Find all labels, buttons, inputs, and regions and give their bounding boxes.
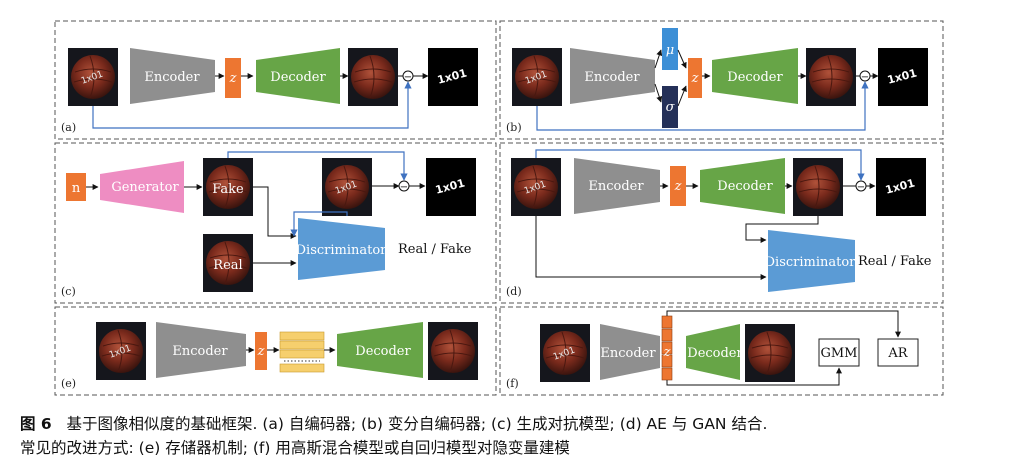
gmm-label: GMM — [820, 346, 857, 361]
decoder-block — [700, 158, 785, 214]
framework-diagram: (a) (b) (c) (d) (e) (f) 1x01 Encoder z D… — [54, 20, 944, 396]
subtract-symbol: − — [404, 72, 412, 83]
noise-block — [66, 173, 86, 201]
z-to-gmm-arrow — [666, 367, 842, 386]
latent-z-block — [688, 58, 702, 98]
gmm-box — [818, 338, 860, 367]
encoder-label: Encoder — [584, 70, 640, 85]
caption-line-1: 图 6 基于图像相似度的基础框架. (a) 自编码器; (b) 变分自编码器; … — [20, 412, 1020, 436]
latent-z-label: z — [229, 71, 237, 86]
encoder-label: Encoder — [144, 70, 200, 85]
reconstructed-image — [792, 157, 844, 217]
generator-label: Generator — [111, 180, 179, 195]
decoder-label: Decoder — [717, 179, 773, 194]
reconstructed-image — [744, 323, 796, 383]
caption-text-2: 常见的改进方式: (e) 存储器机制; (f) 用高斯混合模型或自回归模型对隐变… — [20, 439, 570, 457]
discriminator-label: Discriminator — [296, 243, 388, 258]
z-to-ar-arrow — [666, 310, 901, 338]
decoder-block — [712, 48, 798, 104]
diagram-c: n Generator Fake Real Discriminator Real… — [66, 151, 476, 293]
encoder-block — [574, 158, 660, 214]
real-fake-output: Real / Fake — [858, 254, 932, 269]
reconstructed-image — [347, 47, 399, 107]
fake-skip-connection — [227, 151, 408, 181]
latent-z-label: z — [257, 344, 265, 359]
encoder-block — [600, 324, 660, 380]
encoder-block — [156, 322, 246, 378]
latent-z-label: z — [691, 71, 699, 86]
encoder-block — [570, 48, 655, 104]
mu-block — [662, 28, 678, 70]
figure-number: 图 6 — [20, 415, 52, 433]
reconstructed-image — [427, 321, 479, 381]
subtract-symbol: − — [861, 72, 869, 83]
skip-connection — [536, 81, 869, 131]
decoder-block — [256, 48, 340, 104]
panel-b: (b) — [499, 20, 944, 140]
decoder-label: Decoder — [355, 344, 411, 359]
panel-e: (e) — [54, 306, 497, 396]
panel-d-label: (d) — [506, 285, 522, 298]
fake-label: Fake — [212, 182, 244, 197]
latent-z-block — [255, 332, 267, 370]
latent-z-block — [670, 166, 686, 206]
diagram-f: 1x01 Encoder z Decoder GMM AR — [539, 310, 919, 386]
encoder-label: Encoder — [172, 344, 228, 359]
panel-c: (c) — [54, 142, 497, 304]
decoder-label: Decoder — [270, 70, 326, 85]
latent-z-label: z — [663, 345, 671, 360]
latent-z-block — [225, 58, 241, 98]
sigma-label: σ — [666, 100, 676, 115]
ar-box — [877, 338, 919, 367]
subtract-symbol: − — [857, 182, 865, 193]
panel-b-label: (b) — [506, 121, 522, 134]
decoder-block — [686, 324, 740, 380]
diagram-d: 1x01 Encoder z Decoder − 1x01 Discrimina… — [510, 149, 932, 292]
caption-text-1: 基于图像相似度的基础框架. (a) 自编码器; (b) 变分自编码器; (c) … — [66, 415, 768, 433]
decoder-label: Decoder — [687, 346, 743, 361]
encoder-block — [130, 48, 215, 104]
figure-caption: 图 6 基于图像相似度的基础框架. (a) 自编码器; (b) 变分自编码器; … — [20, 412, 1020, 460]
encoder-label: Encoder — [588, 179, 644, 194]
skip-connection — [92, 81, 412, 129]
panel-c-label: (c) — [61, 285, 76, 298]
discriminator-block — [298, 218, 385, 280]
skip-connection — [535, 149, 865, 181]
panel-f-label: (f) — [506, 377, 519, 390]
latent-z-stack — [661, 315, 673, 381]
panel-e-label: (e) — [61, 377, 76, 390]
panel-a: (a) — [54, 20, 497, 140]
panel-d: (d) — [499, 142, 944, 304]
real-label: Real — [213, 258, 242, 273]
diagram-e: 1x01 Encoder z Decoder — [95, 321, 479, 381]
decoder-block — [337, 322, 423, 378]
panel-a-label: (a) — [61, 121, 76, 134]
real-fake-output: Real / Fake — [398, 242, 472, 257]
diagram-b: 1x01 Encoder μ σ z Decoder − 1x01 — [511, 28, 928, 131]
diagram-a: 1x01 Encoder z Decoder − 1x01 — [67, 47, 478, 129]
noise-label: n — [72, 181, 81, 196]
discriminator-block — [768, 230, 855, 292]
sigma-block — [662, 86, 678, 128]
panel-f: (f) — [499, 306, 944, 396]
mu-label: μ — [666, 43, 674, 58]
memory-bank — [279, 331, 325, 373]
decoder-label: Decoder — [727, 70, 783, 85]
generator-block — [100, 161, 184, 213]
latent-z-label: z — [674, 179, 682, 194]
ar-label: AR — [887, 346, 908, 361]
reconstructed-image — [805, 47, 857, 107]
subtract-symbol: − — [400, 182, 408, 193]
encoder-label: Encoder — [600, 346, 656, 361]
discriminator-label: Discriminator — [765, 255, 857, 270]
